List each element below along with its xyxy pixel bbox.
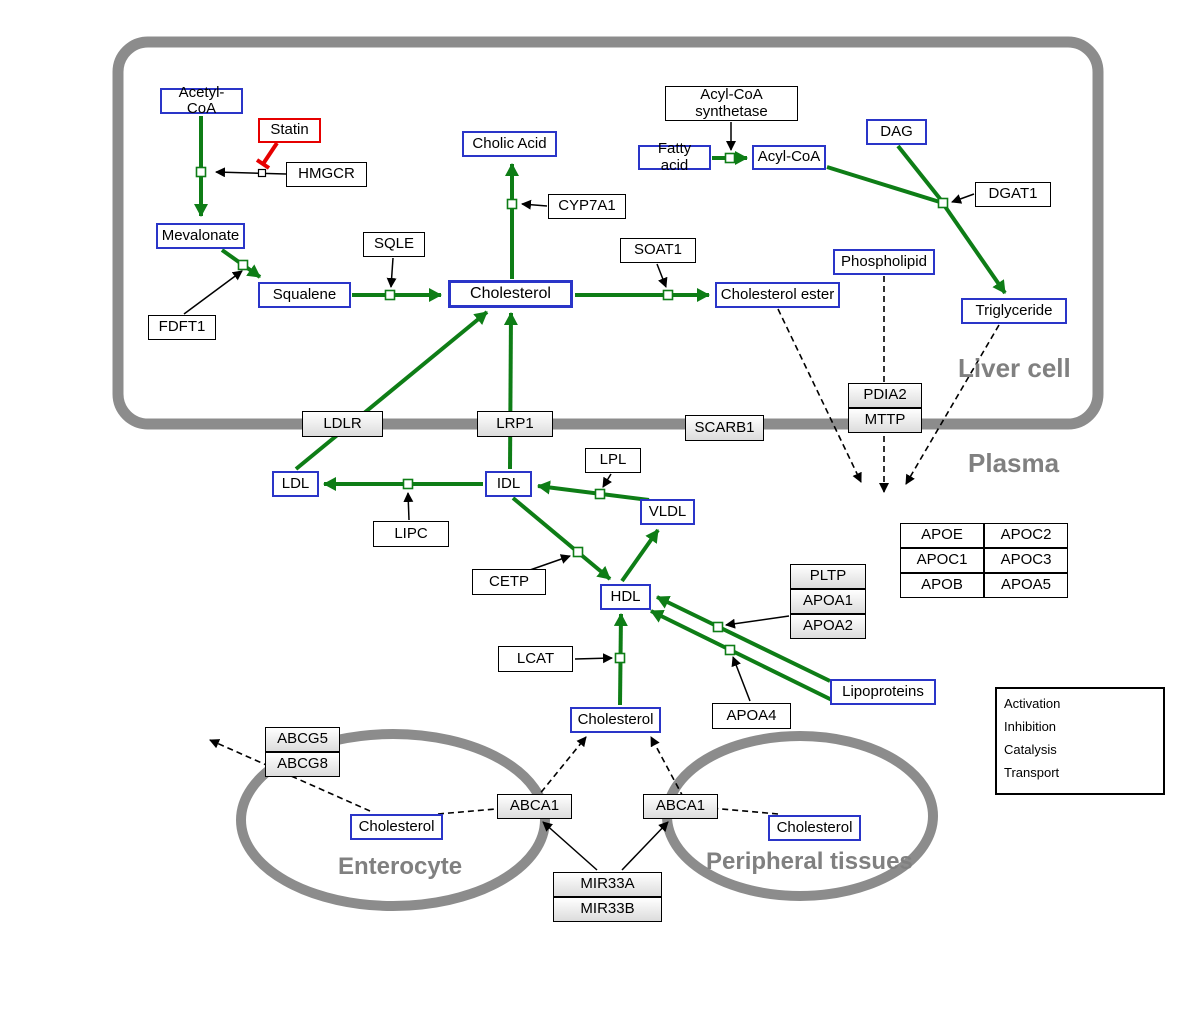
node-dgat1[interactable]: DGAT1	[975, 182, 1051, 207]
node-lcat[interactable]: LCAT	[498, 646, 573, 672]
node-apoe[interactable]: APOE	[900, 523, 984, 548]
node-mttp[interactable]: MTTP	[848, 408, 922, 433]
enterocyte-membrane	[236, 729, 550, 911]
node-abcg5[interactable]: ABCG5	[265, 727, 340, 752]
peripheral-tissues-label: Peripheral tissues	[706, 848, 913, 875]
node-apoc3[interactable]: APOC3	[984, 548, 1068, 573]
node-triglyceride[interactable]: Triglyceride	[961, 298, 1067, 324]
plasma-label: Plasma	[968, 448, 1060, 478]
node-apoc1[interactable]: APOC1	[900, 548, 984, 573]
legend-catalysis-label: Catalysis	[1004, 741, 1057, 757]
node-cholesterol-ester[interactable]: Cholesterol ester	[715, 282, 840, 308]
node-pdia2[interactable]: PDIA2	[848, 383, 922, 408]
node-statin[interactable]: Statin	[258, 118, 321, 143]
node-lrp1[interactable]: LRP1	[477, 411, 553, 437]
legend-activation-label: Activation	[1004, 695, 1061, 711]
node-cyp7a1[interactable]: CYP7A1	[548, 194, 626, 219]
node-mir33b[interactable]: MIR33B	[553, 897, 662, 922]
node-acyl-coa[interactable]: Acyl-CoA	[752, 145, 826, 170]
node-abcg8[interactable]: ABCG8	[265, 752, 340, 777]
node-ldl[interactable]: LDL	[272, 471, 319, 497]
node-cholesterol-enterocyte[interactable]: Cholesterol	[350, 814, 443, 840]
node-dag[interactable]: DAG	[866, 119, 927, 145]
node-idl[interactable]: IDL	[485, 471, 532, 497]
node-apoa2[interactable]: APOA2	[790, 614, 866, 639]
node-ldlr[interactable]: LDLR	[302, 411, 383, 437]
node-fdft1[interactable]: FDFT1	[148, 315, 216, 340]
node-apoa4[interactable]: APOA4	[712, 703, 791, 729]
enterocyte-label: Enterocyte	[338, 853, 463, 880]
liver-cell-membrane	[112, 36, 1104, 430]
node-phospholipid[interactable]: Phospholipid	[833, 249, 935, 275]
legend-transport-label: Transport	[1004, 764, 1060, 780]
node-lipoproteins[interactable]: Lipoproteins	[830, 679, 936, 705]
node-cholesterol-plasma[interactable]: Cholesterol	[570, 707, 661, 733]
node-abca1-enterocyte[interactable]: ABCA1	[497, 794, 572, 819]
node-pltp[interactable]: PLTP	[790, 564, 866, 589]
node-lipc[interactable]: LIPC	[373, 521, 449, 547]
inhibition-edge-statin-hmgcr	[255, 141, 279, 170]
node-acyl-coa-synthetase[interactable]: Acyl-CoA synthetase	[665, 86, 798, 121]
node-vldl[interactable]: VLDL	[640, 499, 695, 525]
reaction-nodes	[195, 152, 949, 664]
legend-inhibition-label: Inhibition	[1004, 718, 1057, 734]
node-apob[interactable]: APOB	[900, 573, 984, 598]
catalysis-edges	[183, 122, 975, 871]
node-lpl[interactable]: LPL	[585, 448, 641, 473]
node-abca1-peripheral[interactable]: ABCA1	[643, 794, 718, 819]
node-hmgcr[interactable]: HMGCR	[286, 162, 367, 187]
node-squalene[interactable]: Squalene	[258, 282, 351, 308]
node-mevalonate[interactable]: Mevalonate	[156, 223, 245, 249]
node-cholesterol-peripheral[interactable]: Cholesterol	[768, 815, 861, 841]
liver-cell-label: Liver cell	[958, 353, 1071, 383]
node-apoa5[interactable]: APOA5	[984, 573, 1068, 598]
node-cholic-acid[interactable]: Cholic Acid	[462, 131, 557, 157]
legend-box	[995, 687, 1165, 795]
node-mir33a[interactable]: MIR33A	[553, 872, 662, 897]
node-hdl[interactable]: HDL	[600, 584, 651, 610]
node-apoa1[interactable]: APOA1	[790, 589, 866, 614]
node-apoc2[interactable]: APOC2	[984, 523, 1068, 548]
node-sqle[interactable]: SQLE	[363, 232, 425, 257]
node-soat1[interactable]: SOAT1	[620, 238, 696, 263]
node-acetyl-coa[interactable]: Acetyl-CoA	[160, 84, 243, 117]
catalysis-anchor-square	[257, 168, 267, 178]
activation-edges	[194, 116, 1007, 706]
node-cetp[interactable]: CETP	[472, 569, 546, 595]
node-scarb1[interactable]: SCARB1	[685, 415, 764, 441]
node-cholesterol-liver[interactable]: Cholesterol	[448, 280, 573, 308]
node-fatty-acid[interactable]: Fatty acid	[638, 141, 711, 173]
